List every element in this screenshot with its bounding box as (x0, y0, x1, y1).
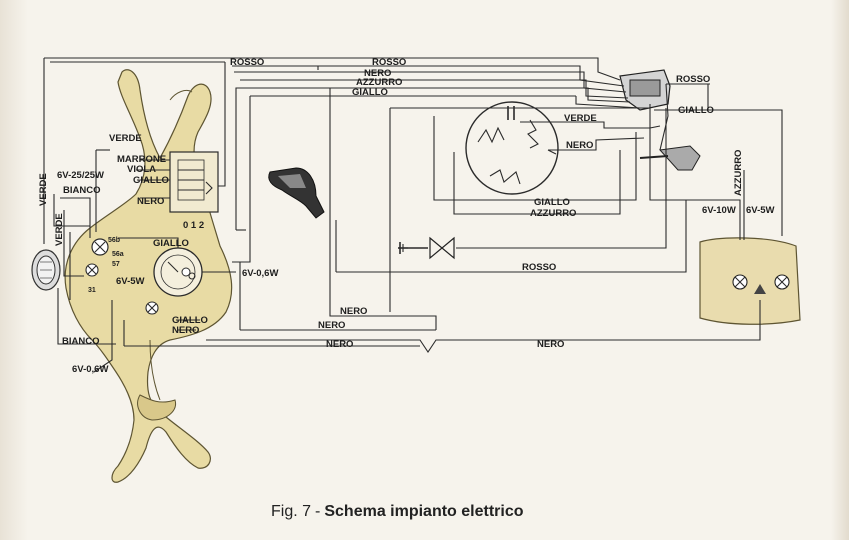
figure-title: Schema impianto elettrico (324, 503, 524, 520)
label-terminal-56a: 56a (112, 251, 124, 258)
label-rosso-top-mid: ROSSO (372, 57, 406, 68)
label-speedo-bulb: 6V-0,6W (242, 268, 278, 279)
label-nero-low-4: NERO (537, 339, 564, 350)
label-giallo-right: GIALLO (678, 105, 714, 116)
label-verde-switch: VERDE (109, 133, 142, 144)
tail-lamp (699, 237, 801, 325)
headlamp (31, 249, 61, 291)
label-bianco-left: BIANCO (63, 185, 100, 196)
label-verde-vertical-1: VERDE (38, 173, 49, 206)
label-nero-switch: NERO (137, 196, 164, 207)
component-labels: 6V-25/25W 6V-0,6W 6V-5W 6V-0,6W 6V-10W 6… (57, 170, 775, 375)
label-rosso-top-right: ROSSO (676, 74, 710, 85)
speedometer (153, 247, 203, 297)
label-rosso-mid: ROSSO (522, 262, 556, 273)
label-bianco-bottom: BIANCO (62, 336, 99, 347)
label-giallo-speedo: GIALLO (153, 238, 189, 249)
ground-symbol (398, 236, 455, 260)
label-lower-bulb: 6V-0,6W (72, 364, 108, 375)
label-terminal-31: 31 (88, 287, 96, 294)
label-pilot-bulb: 6V-5W (116, 276, 145, 287)
label-giallo-switch: GIALLO (133, 175, 169, 186)
label-nero-lower: NERO (172, 325, 199, 336)
caption-separator: - (315, 503, 321, 520)
label-marrone: MARRONE (117, 154, 166, 165)
label-azzurro-mid: AZZURRO (530, 208, 576, 219)
label-nero-top: NERO (364, 68, 391, 79)
regulator (619, 69, 671, 111)
label-azzurro-vertical: AZZURRO (733, 150, 744, 196)
label-giallo-lower: GIALLO (172, 315, 208, 326)
label-nero-low-1: NERO (340, 306, 367, 317)
label-terminal-56b: 56b (108, 237, 120, 244)
wires (43, 57, 783, 373)
label-giallo-mid: GIALLO (534, 197, 570, 208)
label-switch-positions: 0 1 2 (183, 220, 204, 231)
label-nero-magneto: NERO (566, 140, 593, 151)
figure-caption: Fig. 7-Schema impianto elettrico (271, 503, 524, 521)
label-headlamp-bulb: 6V-25/25W (57, 170, 104, 181)
horn (268, 167, 325, 219)
figure-number: Fig. 7 (271, 503, 312, 520)
label-rosso-top-left: ROSSO (230, 57, 264, 68)
label-tail-bulb-left: 6V-10W (702, 205, 736, 216)
label-verde-vertical-2: VERDE (54, 213, 65, 246)
brake-switch (639, 145, 701, 171)
headlamp-bulb-symbol (91, 238, 109, 256)
pilot-bulb-symbol (85, 263, 99, 277)
label-terminal-57: 57 (112, 261, 120, 268)
label-viola: VIOLA (127, 164, 156, 175)
label-nero-low-3: NERO (326, 339, 353, 350)
label-tail-bulb-right: 6V-5W (746, 205, 775, 216)
wire-labels: ROSSO ROSSO ROSSO NERO AZZURRO GIALLO GI… (38, 57, 744, 350)
light-switch-box (169, 151, 219, 213)
label-giallo-top: GIALLO (352, 87, 388, 98)
label-nero-low-2: NERO (318, 320, 345, 331)
label-azzurro-top: AZZURRO (356, 77, 402, 88)
speedo-bulb-symbol (181, 267, 191, 277)
lower-bulb-symbol (145, 301, 159, 315)
magneto-flywheel (465, 101, 559, 195)
label-verde-magneto: VERDE (564, 113, 597, 124)
